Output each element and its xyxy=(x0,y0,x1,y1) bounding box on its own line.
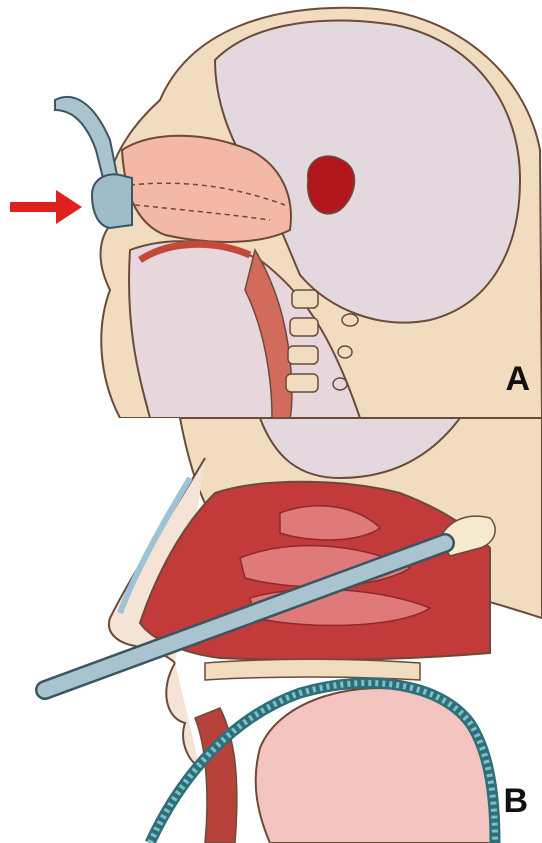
vertebra xyxy=(292,290,318,308)
panel-label-a: A xyxy=(505,362,530,396)
head-sagittal-section-b xyxy=(0,418,542,843)
vertebra xyxy=(288,346,318,364)
panel-b-illustration: B xyxy=(0,418,542,843)
red-arrow-icon xyxy=(10,190,82,224)
head-sagittal-section-a xyxy=(0,0,542,418)
hard-palate xyxy=(205,659,420,680)
panel-label-b: B xyxy=(503,784,528,818)
vertebra xyxy=(290,318,318,336)
panel-a-illustration: A xyxy=(0,0,542,418)
vertebra xyxy=(286,374,318,392)
